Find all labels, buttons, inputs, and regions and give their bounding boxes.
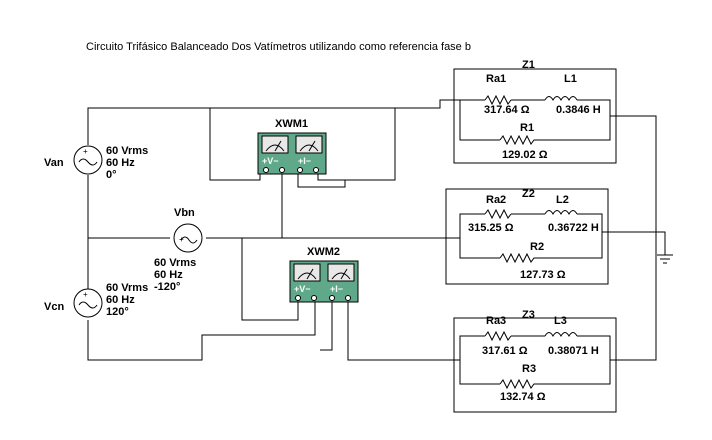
load-z2-name: Z2: [522, 188, 535, 200]
load-z3-ra-value: 317.61 Ω: [482, 345, 528, 357]
load-z1-ra-name: Ra1: [486, 73, 506, 85]
svg-text:+: +: [83, 147, 88, 156]
wattmeter-xwm2-i-sign: +I−: [330, 284, 343, 294]
wattmeter-xwm1[interactable]: XWM1 +V− +I−: [257, 118, 327, 175]
load-z1-name: Z1: [522, 59, 535, 71]
load-z3: Z3 Ra3 317.61 Ω L3 0.38071 H R3 132.74 Ω: [453, 309, 617, 413]
source-van-voltage: 60 Vrms: [106, 145, 148, 157]
load-z3-ra-name: Ra3: [486, 315, 506, 327]
circuit-title: Circuito Trifásico Balanceado Dos Vatíme…: [86, 41, 471, 53]
source-vcn-freq: 60 Hz: [106, 294, 135, 306]
load-z2: Z2 Ra2 315.25 Ω L2 0.36722 H R2 127.73 Ω: [445, 188, 610, 285]
source-vbn-phase: -120°: [154, 281, 180, 293]
source-vbn-freq: 60 Hz: [154, 269, 183, 281]
source-vcn-name: Vcn: [44, 301, 64, 313]
load-z2-l-name: L2: [556, 194, 569, 206]
source-vcn-voltage: 60 Vrms: [106, 282, 148, 294]
load-z3-l-value: 0.38071 H: [548, 345, 599, 357]
source-vcn-phase: 120°: [106, 306, 129, 318]
wattmeter-xwm2-name: XWM2: [307, 246, 340, 258]
load-z2-ra-value: 315.25 Ω: [468, 222, 514, 234]
wattmeter-xwm2[interactable]: XWM2 +V− +I−: [289, 246, 359, 303]
svg-text:+: +: [83, 290, 88, 299]
load-z1: Z1 Ra1 317.64 Ω L1 0.3846 H R1 129.02 Ω: [453, 59, 617, 164]
wattmeter-xwm1-name: XWM1: [275, 118, 308, 130]
load-z3-name: Z3: [522, 309, 535, 321]
load-z1-l-value: 0.3846 H: [556, 104, 601, 116]
source-vbn: + Vbn 60 Vrms 60 Hz -120°: [154, 207, 203, 293]
source-van-phase: 0°: [106, 169, 117, 181]
source-van-name: Van: [44, 157, 64, 169]
load-z1-r-name: R1: [520, 122, 534, 134]
source-van: + Van 60 Vrms 60 Hz 0°: [44, 145, 148, 181]
wattmeter-xwm1-i-sign: +I−: [298, 156, 311, 166]
load-z3-r-name: R3: [522, 363, 536, 375]
source-vcn: + Vcn 60 Vrms 60 Hz 120°: [44, 282, 148, 318]
load-z2-r-name: R2: [530, 241, 544, 253]
source-vbn-name: Vbn: [174, 207, 195, 219]
wattmeter-xwm1-v-sign: +V−: [262, 156, 279, 166]
load-z1-r-value: 129.02 Ω: [502, 149, 548, 161]
load-z2-r-value: 127.73 Ω: [520, 269, 566, 281]
load-z2-l-value: 0.36722 H: [548, 222, 599, 234]
load-z3-l-name: L3: [554, 315, 567, 327]
wattmeter-xwm2-v-sign: +V−: [294, 284, 311, 294]
load-z3-r-value: 132.74 Ω: [500, 391, 546, 403]
load-z1-l-name: L1: [564, 73, 577, 85]
load-z2-ra-name: Ra2: [486, 194, 506, 206]
wiring: [87, 99, 673, 361]
source-vbn-voltage: 60 Vrms: [154, 257, 196, 269]
source-van-freq: 60 Hz: [106, 157, 135, 169]
load-z1-ra-value: 317.64 Ω: [484, 104, 530, 116]
